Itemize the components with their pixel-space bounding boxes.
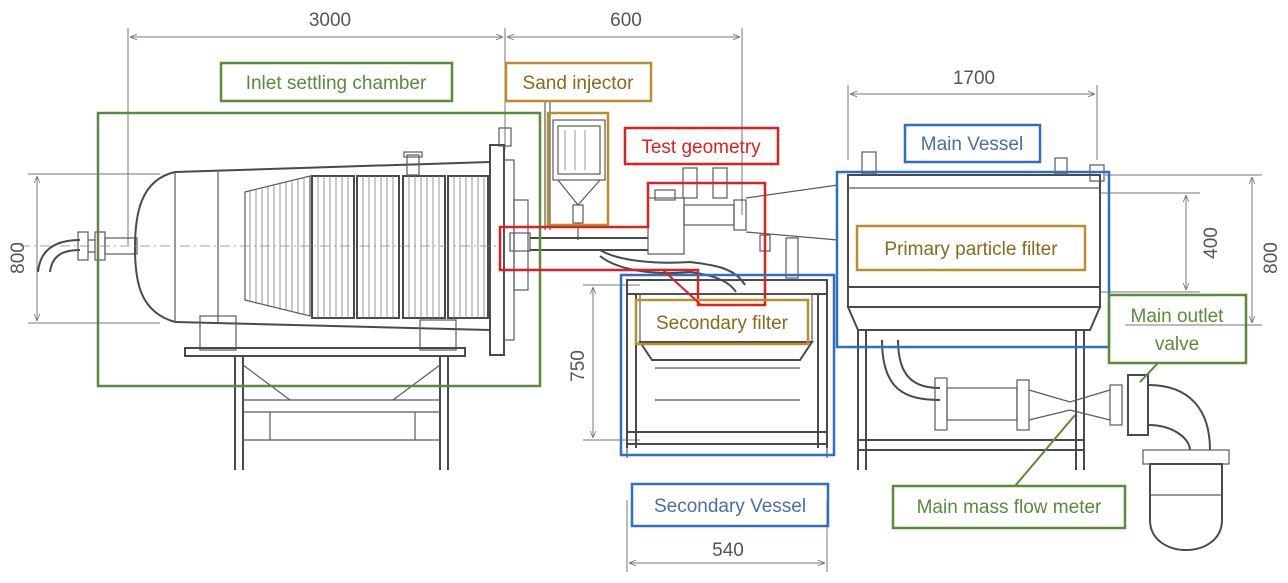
secondary-vessel-label: Secondary Vessel [654, 496, 806, 517]
main-vessel-drawing [846, 151, 1230, 551]
dim-filter-height: 400 [1201, 227, 1222, 259]
dim-secondary-height: 750 [568, 350, 589, 382]
dim-main-vessel-length: 1700 [953, 68, 995, 89]
main-outlet-valve-label-line2: valve [1155, 334, 1199, 355]
dim-inlet-height: 800 [8, 242, 29, 274]
inlet-settling-chamber-label-box [219, 61, 454, 103]
dim-main-vessel-height: 800 [1261, 242, 1282, 274]
main-vessel-label: Main Vessel [921, 134, 1023, 155]
sand-injector-box [546, 111, 610, 227]
main-mass-flow-meter-label: Main mass flow meter [917, 497, 1102, 518]
test-geometry-drawing [509, 167, 839, 293]
main-mass-flow-meter-box [891, 484, 1127, 530]
primary-particle-filter-box [855, 224, 1087, 272]
label-boxes [96, 61, 1248, 530]
secondary-filter-label: Secondary filter [656, 313, 789, 334]
main-outlet-valve-box [1107, 293, 1248, 365]
main-vessel-label-box [903, 123, 1042, 164]
secondary-vessel-drawing [626, 279, 828, 458]
inlet-settling-chamber-box [96, 111, 542, 388]
main-outlet-valve-label-line1: Main outlet [1131, 306, 1225, 327]
secondary-vessel-box [619, 273, 836, 457]
secondary-vessel-label-box [630, 482, 830, 528]
test-geometry-label: Test geometry [641, 137, 761, 158]
secondary-filter-box [634, 298, 810, 346]
test-geometry-label-box [623, 126, 780, 166]
dimension-lines [28, 28, 1262, 572]
primary-particle-filter-label: Primary particle filter [884, 239, 1058, 260]
test-geometry-box [498, 181, 767, 307]
sand-injector-drawing [544, 100, 606, 240]
dim-inlet-length: 3000 [309, 10, 351, 31]
sand-injector-label: Sand injector [523, 73, 635, 94]
main-vessel-box [835, 170, 1111, 349]
inlet-settling-chamber-label: Inlet settling chamber [246, 73, 427, 94]
inlet-settling-chamber-drawing [20, 127, 529, 470]
dim-secondary-width: 540 [712, 540, 744, 561]
dim-injector-length: 600 [610, 10, 642, 31]
sand-injector-label-box [504, 61, 653, 103]
